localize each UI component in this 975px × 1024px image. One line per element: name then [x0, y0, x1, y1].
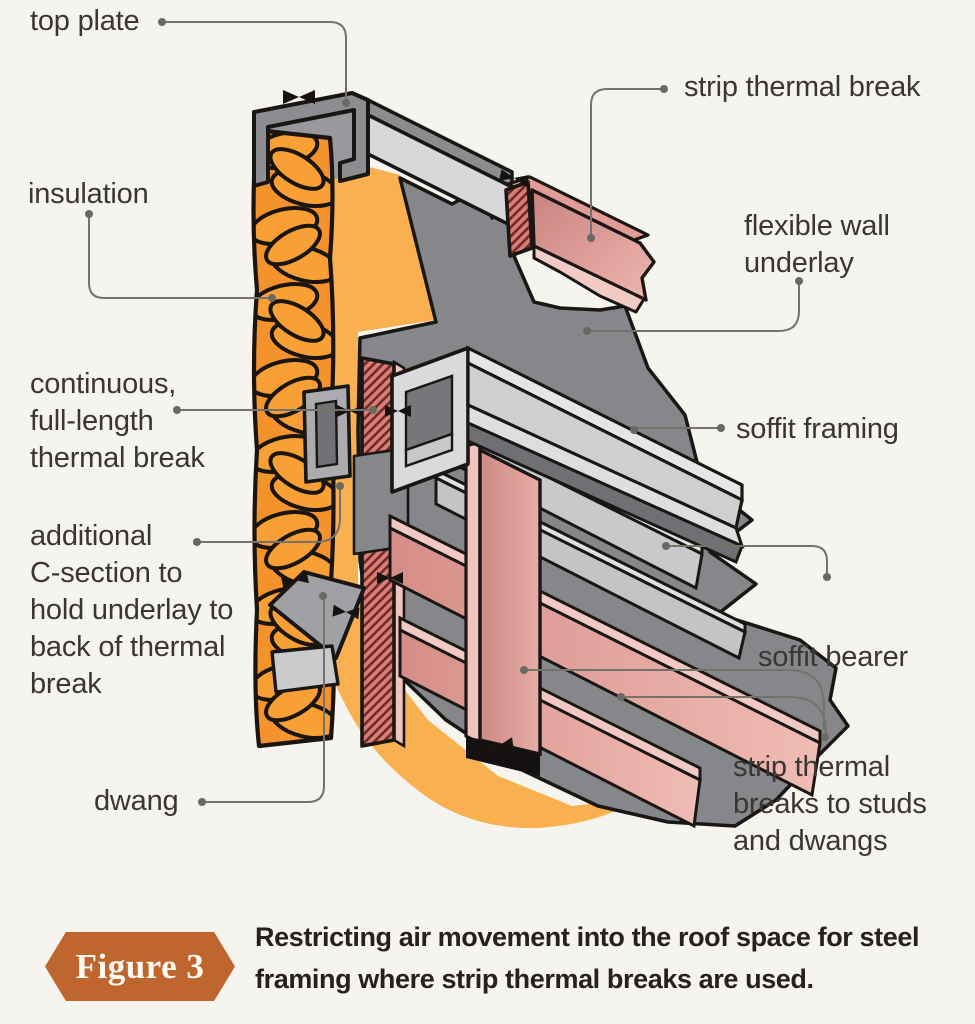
label-flexible-wall-underlay: flexible wall underlay — [744, 210, 890, 280]
figure-badge: Figure 3 — [45, 932, 235, 1001]
leader-additional-c-section — [197, 486, 341, 543]
figure-caption-line2: framing where strip thermal breaks are u… — [255, 964, 814, 994]
label-soffit-bearer: soffit bearer — [758, 641, 909, 673]
leader-dwang — [202, 598, 325, 803]
screw-fastener-marks — [281, 90, 529, 753]
figure-caption: Restricting air movement into the roof s… — [255, 916, 935, 1000]
label-strip-thermal-break: strip thermal break — [684, 71, 921, 103]
label-dwang: dwang — [94, 785, 179, 817]
leader-flexible-wall-underlay — [587, 281, 800, 332]
leader-soffit-bearer — [666, 545, 828, 575]
leader-dots — [85, 18, 831, 806]
strip-thermal-break-beam — [504, 175, 656, 314]
leader-top-plate — [162, 21, 347, 102]
hatched-end-face — [504, 180, 534, 258]
leader-lines — [88, 21, 828, 803]
label-soffit-framing: soffit framing — [736, 413, 899, 445]
dwang-block — [268, 570, 366, 694]
label-insulation: insulation — [28, 178, 149, 210]
backing-sheet-orange — [322, 142, 640, 829]
leader-insulation — [88, 214, 271, 299]
leader-strip-breaks-a — [524, 669, 825, 730]
label-additional-c-section: additional C-section to hold underlay to… — [30, 520, 234, 701]
additional-c-section — [302, 384, 352, 484]
figure-badge-label: Figure 3 — [75, 946, 205, 986]
label-top-plate: top plate — [30, 5, 140, 37]
steel-stud-pink — [464, 439, 542, 776]
label-strip-thermal-breaks-studs: strip thermal breaks to studs and dwangs — [733, 751, 927, 858]
top-plate-channel — [252, 91, 370, 188]
soffit-framing-channel — [390, 345, 745, 565]
leader-strip-breaks-b — [621, 696, 827, 735]
label-continuous-thermal-break: continuous, full-length thermal break — [30, 368, 205, 475]
figure-caption-line1: Restricting air movement into the roof s… — [255, 922, 920, 952]
leader-strip-thermal-break — [590, 88, 664, 236]
